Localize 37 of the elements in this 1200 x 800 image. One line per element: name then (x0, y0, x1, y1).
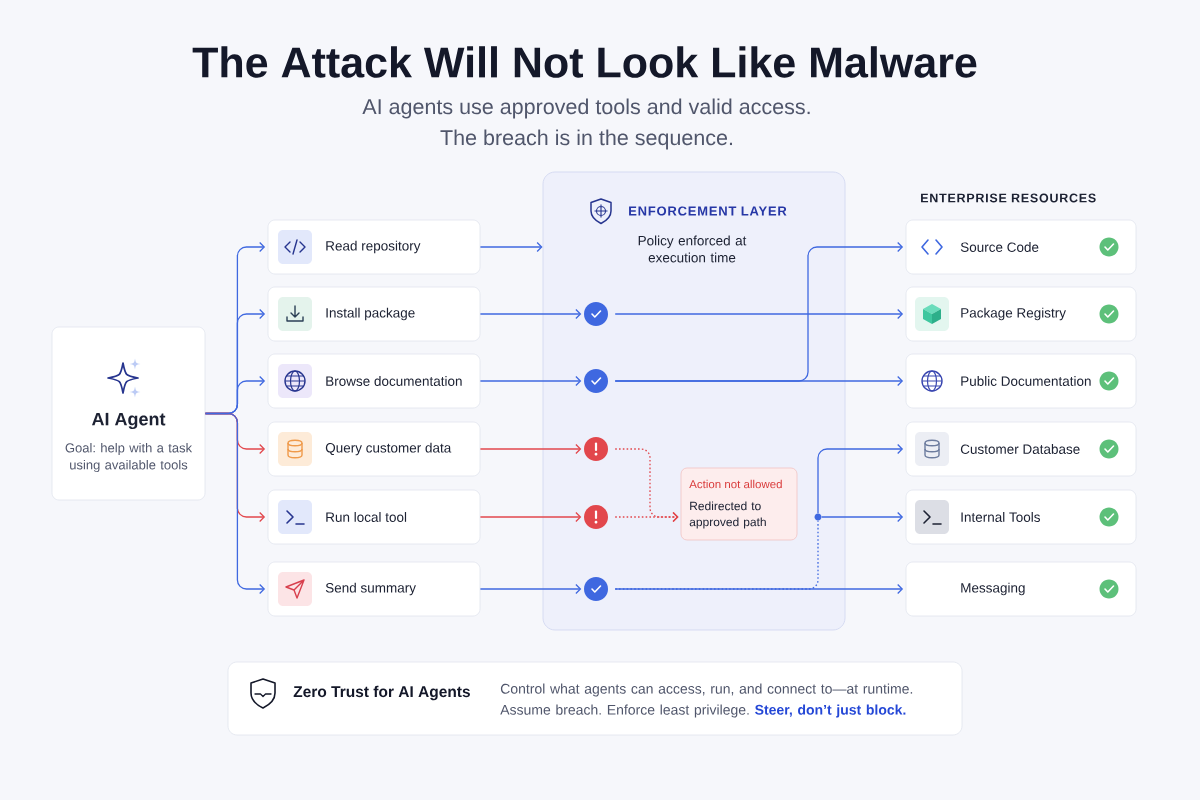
check-circle (584, 302, 608, 326)
arrow (479, 443, 582, 455)
arrow (479, 583, 582, 595)
action-card: Install package (267, 286, 481, 342)
section-heading: ENTERPRISE RESOURCES (921, 193, 1096, 203)
check-circle (584, 369, 608, 393)
connector-line (614, 520, 819, 590)
action-card: Run local tool (267, 489, 481, 545)
alert-circle (584, 505, 608, 529)
summary-card: Zero Trust for AI Agents Control what agents can access, run, and connect to—at runtime. Assume breach. Enforce least privilege. Steer, don’t just block. (227, 661, 963, 736)
alert-circle (584, 437, 608, 461)
resource-card: Source Code (905, 219, 1137, 275)
arrow (817, 443, 904, 514)
title: The Attack Will Not Look Like Malware (192, 46, 977, 78)
arrow (614, 308, 904, 320)
action-card: Browse documentation (267, 353, 481, 409)
panel-heading: ENFORCEMENT LAYER (629, 206, 787, 216)
arrow (614, 511, 679, 523)
subtitle: AI agents use approved tools and valid access. The breach is in the sequence. (362, 98, 810, 150)
arrow (479, 241, 543, 253)
enforcement-panel (542, 171, 846, 631)
check-circle (584, 577, 608, 601)
arrow (479, 308, 582, 320)
agent-card: AI Agent Goal: help with a task using available tools (51, 326, 206, 501)
arrow (479, 511, 582, 523)
resource-card: Public Documentation (905, 353, 1137, 409)
resource-card: Messaging (905, 561, 1137, 617)
action-card: Query customer data (267, 421, 481, 477)
redirect-box: Action not allowed Redirected to approved path (680, 467, 798, 541)
action-card: Send summary (267, 561, 481, 617)
arrow (204, 412, 266, 595)
panel-description: Policy enforced at execution time (638, 235, 747, 263)
arrow (479, 375, 582, 387)
action-card: Read repository (267, 219, 481, 275)
arrow (614, 241, 904, 382)
arrow (614, 583, 904, 595)
arrow (821, 511, 904, 523)
